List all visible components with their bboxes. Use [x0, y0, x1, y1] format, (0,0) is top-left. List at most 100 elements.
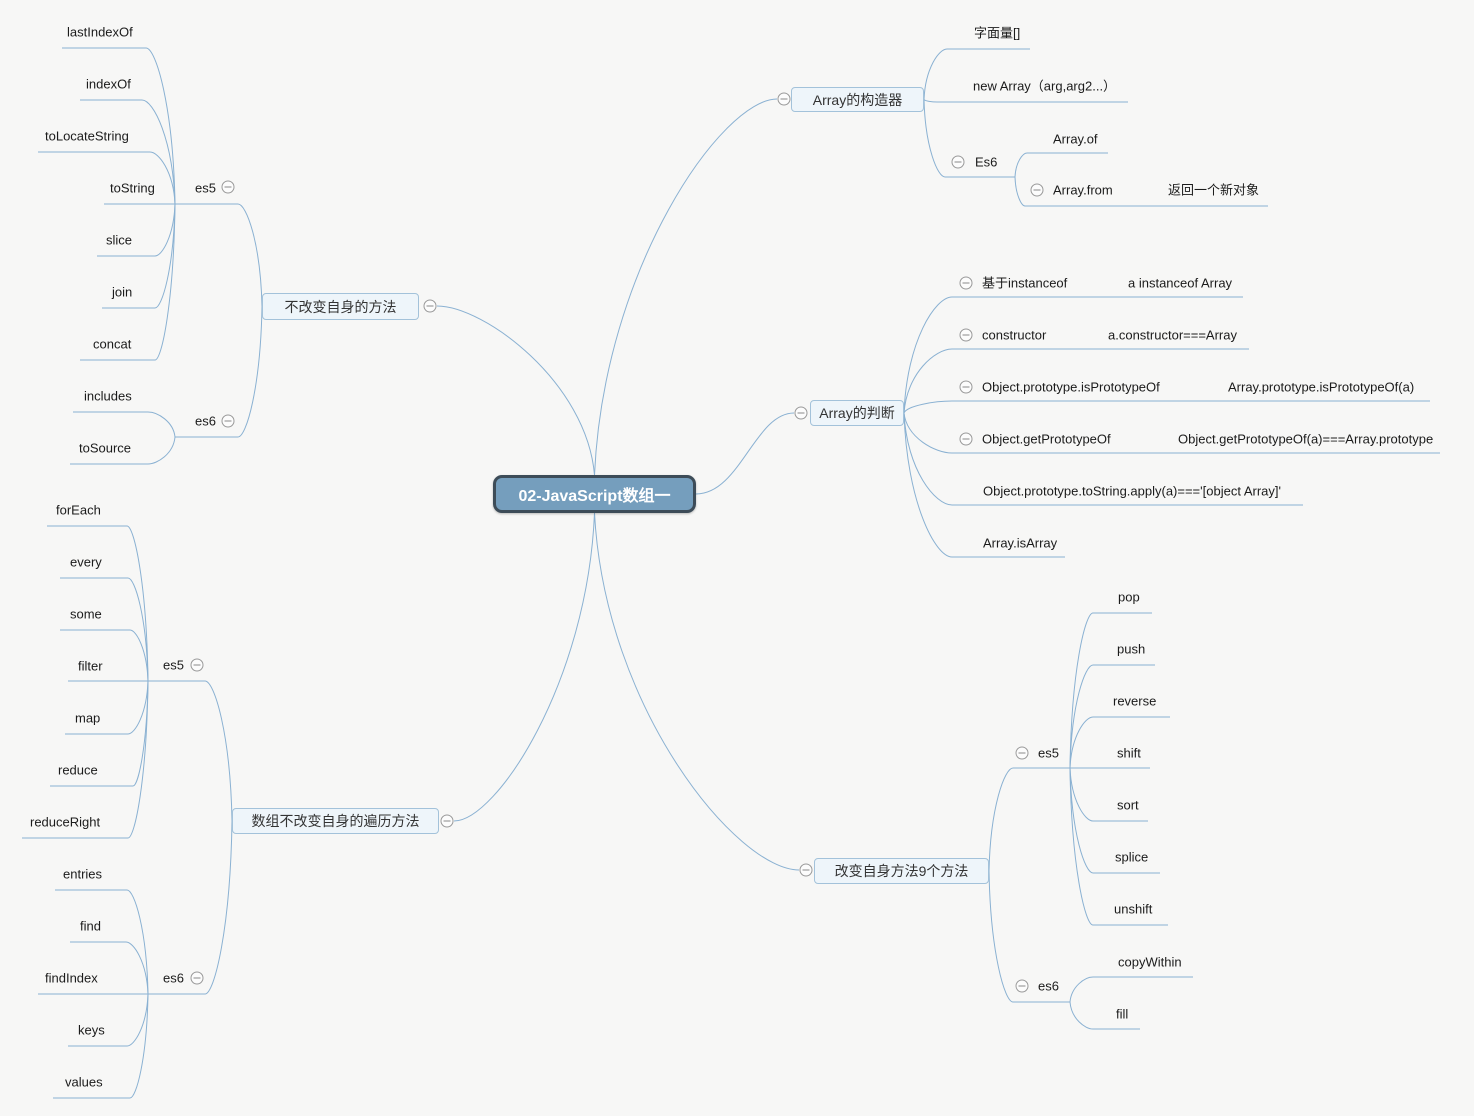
collapse-icon[interactable] [190, 971, 204, 985]
node-concat[interactable]: concat [93, 336, 132, 352]
connector [148, 820, 233, 995]
node-filter[interactable]: filter [78, 658, 103, 674]
connector [22, 680, 149, 839]
connector [148, 680, 233, 822]
connector [923, 99, 1015, 178]
node-es6[interactable]: es6 [163, 970, 184, 986]
node-a-constructor-equals-array[interactable]: a.constructor===Array [1108, 327, 1237, 343]
collapse-icon[interactable] [440, 814, 454, 828]
collapse-icon[interactable] [959, 328, 973, 342]
node-unshift[interactable]: unshift [1114, 901, 1153, 917]
connector [70, 941, 149, 995]
node-based-on-instanceof[interactable]: 基于instanceof [982, 275, 1068, 291]
connector [1069, 612, 1152, 769]
collapse-icon[interactable] [190, 658, 204, 672]
branch-traversal-methods[interactable]: 数组不改变自身的遍历方法 [232, 808, 439, 834]
node-push[interactable]: push [1117, 641, 1146, 657]
node-keys[interactable]: keys [78, 1022, 105, 1038]
root-node[interactable]: 02-JavaScript数组一 [493, 475, 696, 513]
node-fill[interactable]: fill [1116, 1006, 1129, 1022]
node-new-array[interactable]: new Array（arg,arg2...） [973, 78, 1117, 94]
collapse-icon[interactable] [959, 276, 973, 290]
connector [903, 348, 1249, 414]
node-array-of[interactable]: Array.of [1053, 131, 1098, 147]
collapse-icon[interactable] [1015, 979, 1029, 993]
node-es5[interactable]: es5 [163, 657, 184, 673]
collapse-icon[interactable] [959, 432, 973, 446]
node-es5[interactable]: es5 [195, 180, 216, 196]
collapse-icon[interactable] [423, 299, 437, 313]
node-array-isarray[interactable]: Array.isArray [983, 535, 1058, 551]
node-array-from[interactable]: Array.from [1053, 182, 1113, 198]
node-find[interactable]: find [80, 918, 101, 934]
node-indexof[interactable]: indexOf [86, 76, 131, 92]
collapse-icon[interactable] [794, 406, 808, 420]
collapse-icon[interactable] [221, 414, 235, 428]
collapse-icon[interactable] [777, 92, 791, 106]
node-pop[interactable]: pop [1118, 589, 1140, 605]
node-tostring[interactable]: toString [110, 180, 155, 196]
connector [73, 411, 176, 438]
node-sort[interactable]: sort [1117, 797, 1139, 813]
node-es6[interactable]: Es6 [975, 154, 998, 170]
node-values[interactable]: values [65, 1074, 103, 1090]
collapse-icon[interactable] [1015, 746, 1029, 760]
node-getprototypeof-a-equals-array-prototype[interactable]: Object.getPrototypeOf(a)===Array.prototy… [1178, 431, 1434, 447]
connector [68, 993, 149, 1047]
node-object-prototype-isprototypeof[interactable]: Object.prototype.isPrototypeOf [982, 379, 1160, 395]
collapse-icon[interactable] [959, 380, 973, 394]
node-tolocatestring[interactable]: toLocateString [45, 128, 129, 144]
connector [38, 151, 176, 205]
connector [1069, 767, 1148, 822]
connector [62, 47, 176, 205]
node-reverse[interactable]: reverse [1113, 693, 1157, 709]
node-foreach[interactable]: forEach [56, 502, 101, 518]
connector [65, 680, 149, 735]
collapse-icon[interactable] [951, 155, 965, 169]
collapse-icon[interactable] [221, 180, 235, 194]
node-reduceright[interactable]: reduceRight [30, 814, 101, 830]
node-some[interactable]: some [70, 606, 102, 622]
connector [695, 412, 795, 495]
node-entries[interactable]: entries [63, 866, 103, 882]
branch-mutating-methods[interactable]: 改变自身方法9个方法 [814, 858, 989, 884]
node-es6[interactable]: es6 [195, 413, 216, 429]
node-lastindexof[interactable]: lastIndexOf [67, 24, 133, 40]
branch-array-constructor[interactable]: Array的构造器 [791, 87, 924, 112]
connector [1014, 152, 1108, 178]
node-copywithin[interactable]: copyWithin [1118, 954, 1182, 970]
node-splice[interactable]: splice [1115, 849, 1149, 865]
connector [1069, 664, 1155, 769]
node-es5[interactable]: es5 [1038, 745, 1059, 761]
node-slice[interactable]: slice [106, 232, 133, 248]
connector [1069, 716, 1170, 769]
node-tosource[interactable]: toSource [79, 440, 132, 456]
node-literal-brackets[interactable]: 字面量[] [974, 25, 1021, 41]
connector [903, 412, 1440, 454]
connector [175, 203, 263, 307]
node-includes[interactable]: includes [84, 388, 132, 404]
node-a-instanceof-array[interactable]: a instanceof Array [1128, 275, 1233, 291]
connector [80, 203, 176, 361]
node-every[interactable]: every [70, 554, 102, 570]
node-constructor[interactable]: constructor [982, 327, 1047, 343]
connector [436, 305, 595, 476]
branch-immutable-methods[interactable]: 不改变自身的方法 [262, 293, 419, 320]
node-array-prototype-isprototypeof-a[interactable]: Array.prototype.isPrototypeOf(a) [1228, 379, 1415, 395]
connector [453, 512, 595, 822]
node-join[interactable]: join [112, 284, 133, 300]
node-map[interactable]: map [75, 710, 101, 726]
connector [923, 48, 1030, 100]
node-findindex[interactable]: findIndex [45, 970, 98, 986]
branch-array-judgement[interactable]: Array的判断 [810, 400, 904, 426]
node-es6[interactable]: es6 [1038, 978, 1059, 994]
node-shift[interactable]: shift [1117, 745, 1141, 761]
connector [55, 889, 149, 995]
collapse-icon[interactable] [1030, 183, 1044, 197]
connector [1069, 767, 1168, 926]
node-returns-new-object[interactable]: 返回一个新对象 [1168, 182, 1260, 198]
node-tostring-apply-check[interactable]: Object.prototype.toString.apply(a)==='[o… [983, 483, 1281, 499]
collapse-icon[interactable] [799, 863, 813, 877]
node-reduce[interactable]: reduce [58, 762, 98, 778]
node-object-getprototypeof[interactable]: Object.getPrototypeOf [982, 431, 1111, 447]
